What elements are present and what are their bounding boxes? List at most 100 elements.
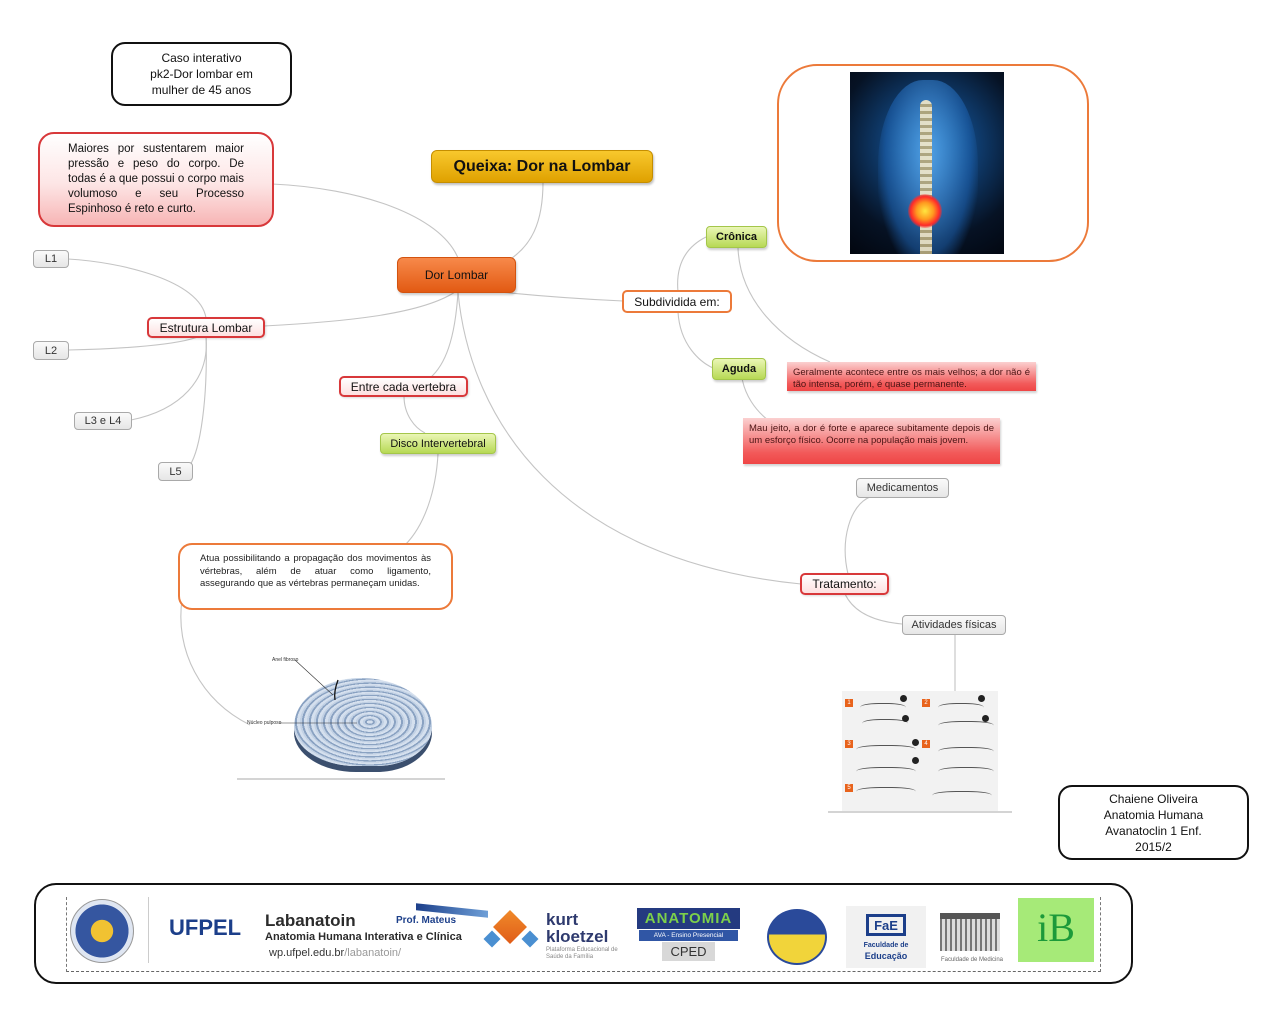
institution-emblem-logo bbox=[767, 909, 827, 965]
exercise-figure bbox=[938, 703, 984, 714]
link-estrutura-l1 bbox=[67, 258, 207, 319]
topic-l5[interactable]: L5 bbox=[158, 462, 193, 481]
link-subdividida-cronica bbox=[677, 236, 707, 293]
link-estrutura-l3l4 bbox=[130, 335, 207, 421]
exercise-head bbox=[982, 715, 989, 722]
topic-atividades-fisicas[interactable]: Atividades físicas bbox=[902, 615, 1006, 635]
chronic-pain-note[interactable]: Geralmente acontece entre os mais velhos… bbox=[787, 362, 1036, 391]
labanatoin-url-path: /labanatoin/ bbox=[344, 947, 402, 959]
case-title-box: Caso interativo pk2-Dor lombar em mulher… bbox=[111, 42, 292, 106]
labanatoin-prof: Prof. Mateus bbox=[396, 915, 457, 926]
link-tratamento-ativ bbox=[844, 593, 903, 625]
kurt-line1: kurt bbox=[546, 910, 579, 929]
topic-subdividida[interactable]: Subdividida em: bbox=[622, 290, 732, 313]
exercise-figure bbox=[862, 719, 908, 730]
topic-atividades-fisicas-label: Atividades físicas bbox=[911, 619, 997, 631]
footer-logos: UFPEL Labanatoin Prof. Mateus Anatomia H… bbox=[34, 883, 1133, 984]
exercise-head bbox=[978, 695, 985, 702]
exercise-figure bbox=[856, 767, 916, 778]
topic-disco-intervertebral[interactable]: Disco Intervertebral bbox=[380, 433, 496, 454]
exercise-figure bbox=[932, 791, 992, 802]
topic-dor-lombar[interactable]: Dor Lombar bbox=[397, 257, 516, 293]
link-estrutura-l5 bbox=[189, 335, 207, 466]
topic-disco-intervertebral-label: Disco Intervertebral bbox=[390, 437, 486, 450]
acute-pain-note[interactable]: Mau jeito, a dor é forte e aparece subit… bbox=[743, 418, 1000, 464]
topic-entre-cada-vertebra-label: Entre cada vertebra bbox=[350, 379, 457, 394]
exercise-baseline bbox=[828, 811, 1012, 813]
spine-column bbox=[920, 100, 932, 254]
link-central-main bbox=[511, 181, 544, 259]
topic-l1-label: L1 bbox=[44, 253, 58, 265]
link-main-subdividida bbox=[499, 291, 624, 302]
labanatoin-url[interactable]: wp.ufpel.edu.br/labanatoin/ bbox=[269, 947, 401, 959]
topic-l3-l4[interactable]: L3 e L4 bbox=[74, 412, 132, 430]
topic-medicamentos[interactable]: Medicamentos bbox=[856, 478, 949, 498]
lumbar-vertebrae-note[interactable]: Maiores por sustentarem maior pressão e … bbox=[38, 132, 274, 227]
anatomia-ava-logo: ANATOMIA bbox=[637, 908, 740, 929]
exercise-figure bbox=[860, 703, 906, 714]
fae-sub1: Faculdade de bbox=[863, 942, 909, 949]
link-disco-note bbox=[404, 453, 439, 546]
ufpel-seal-logo bbox=[70, 899, 134, 963]
central-topic[interactable]: Queixa: Dor na Lombar bbox=[431, 150, 653, 183]
link-tratamento-meds bbox=[844, 496, 871, 575]
ib-logo: iB bbox=[1018, 898, 1094, 962]
author-line: Avanatoclin 1 Enf. bbox=[1105, 823, 1202, 838]
topic-tratamento[interactable]: Tratamento: bbox=[800, 573, 889, 595]
labanatoin-subtitle: Anatomia Humana Interativa e Clínica bbox=[265, 931, 462, 943]
fae-logo-text: Faculdade de Educação bbox=[846, 941, 926, 961]
topic-estrutura-lombar-label: Estrutura Lombar bbox=[159, 320, 253, 335]
author-line: 2015/2 bbox=[1135, 839, 1172, 854]
acute-pain-note-text: Mau jeito, a dor é forte e aparece subit… bbox=[749, 423, 994, 446]
link-main-estrutura bbox=[263, 291, 456, 327]
anatomia-ava-subtitle: AVA - Ensino Presencial bbox=[639, 930, 738, 941]
labanatoin-title: Labanatoin bbox=[265, 911, 356, 930]
exercise-step-4: 4 bbox=[922, 740, 930, 748]
topic-l1[interactable]: L1 bbox=[33, 250, 69, 268]
exercises-image: 1 2 3 4 5 bbox=[828, 691, 1012, 813]
exercise-step-1: 1 bbox=[845, 699, 853, 707]
faculdade-medicina-logo: Faculdade de Medicina bbox=[934, 899, 1010, 967]
topic-estrutura-lombar[interactable]: Estrutura Lombar bbox=[147, 317, 265, 338]
topic-entre-cada-vertebra[interactable]: Entre cada vertebra bbox=[339, 376, 468, 397]
topic-l2-label: L2 bbox=[44, 344, 58, 357]
topic-l3-l4-label: L3 e L4 bbox=[84, 415, 122, 427]
disc-function-note-text: Atua possibilitando a propagação dos mov… bbox=[200, 553, 431, 589]
exercise-figure bbox=[938, 721, 994, 732]
link-estrutura-l2 bbox=[67, 335, 201, 351]
topic-dor-lombar-label: Dor Lombar bbox=[424, 268, 489, 282]
medicina-building-icon bbox=[940, 913, 1000, 951]
lumbar-vertebrae-note-text: Maiores por sustentarem maior pressão e … bbox=[68, 143, 244, 215]
disc-function-note[interactable]: Atua possibilitando a propagação dos mov… bbox=[178, 543, 453, 610]
disc-label-lines bbox=[237, 659, 445, 780]
cped-logo: CPED bbox=[662, 942, 715, 961]
exercise-step-5: 5 bbox=[845, 784, 853, 792]
chronic-pain-note-text: Geralmente acontece entre os mais velhos… bbox=[793, 367, 1030, 390]
ib-logo-mark: iB bbox=[1037, 905, 1075, 950]
link-subdividida-aguda bbox=[677, 311, 714, 369]
kurt-kloetzel-subtitle: Plataforma Educacional de Saúde da Famíl… bbox=[546, 947, 618, 960]
topic-cronica-label: Crônica bbox=[716, 231, 757, 243]
back-pain-image-frame bbox=[777, 64, 1089, 262]
exercise-head bbox=[900, 695, 907, 702]
disc-shape bbox=[294, 678, 432, 766]
ufpel-logo-text: UFPEL bbox=[169, 915, 242, 940]
topic-l2[interactable]: L2 bbox=[33, 341, 69, 360]
link-main-lumbar-note bbox=[271, 183, 459, 259]
author-line: Anatomia Humana bbox=[1103, 807, 1204, 822]
topic-tratamento-label: Tratamento: bbox=[812, 577, 877, 591]
fae-logo: FaE Faculdade de Educação bbox=[846, 906, 926, 968]
link-cronica-note bbox=[737, 247, 831, 363]
link-aguda-note bbox=[741, 377, 769, 421]
topic-aguda[interactable]: Aguda bbox=[712, 358, 766, 380]
topic-cronica[interactable]: Crônica bbox=[706, 226, 767, 248]
disc-label-anel: Anel fibroso bbox=[272, 657, 299, 663]
exercise-figure bbox=[938, 767, 994, 778]
back-pain-image bbox=[850, 72, 1004, 254]
exercise-figure bbox=[938, 747, 994, 758]
fae-sub2: Educação bbox=[864, 951, 908, 961]
exercise-head bbox=[912, 757, 919, 764]
exercise-figure bbox=[856, 787, 916, 798]
link-main-entre bbox=[429, 291, 459, 379]
intervertebral-disc-image: Anel fibroso Núcleo pulposo bbox=[237, 650, 445, 782]
